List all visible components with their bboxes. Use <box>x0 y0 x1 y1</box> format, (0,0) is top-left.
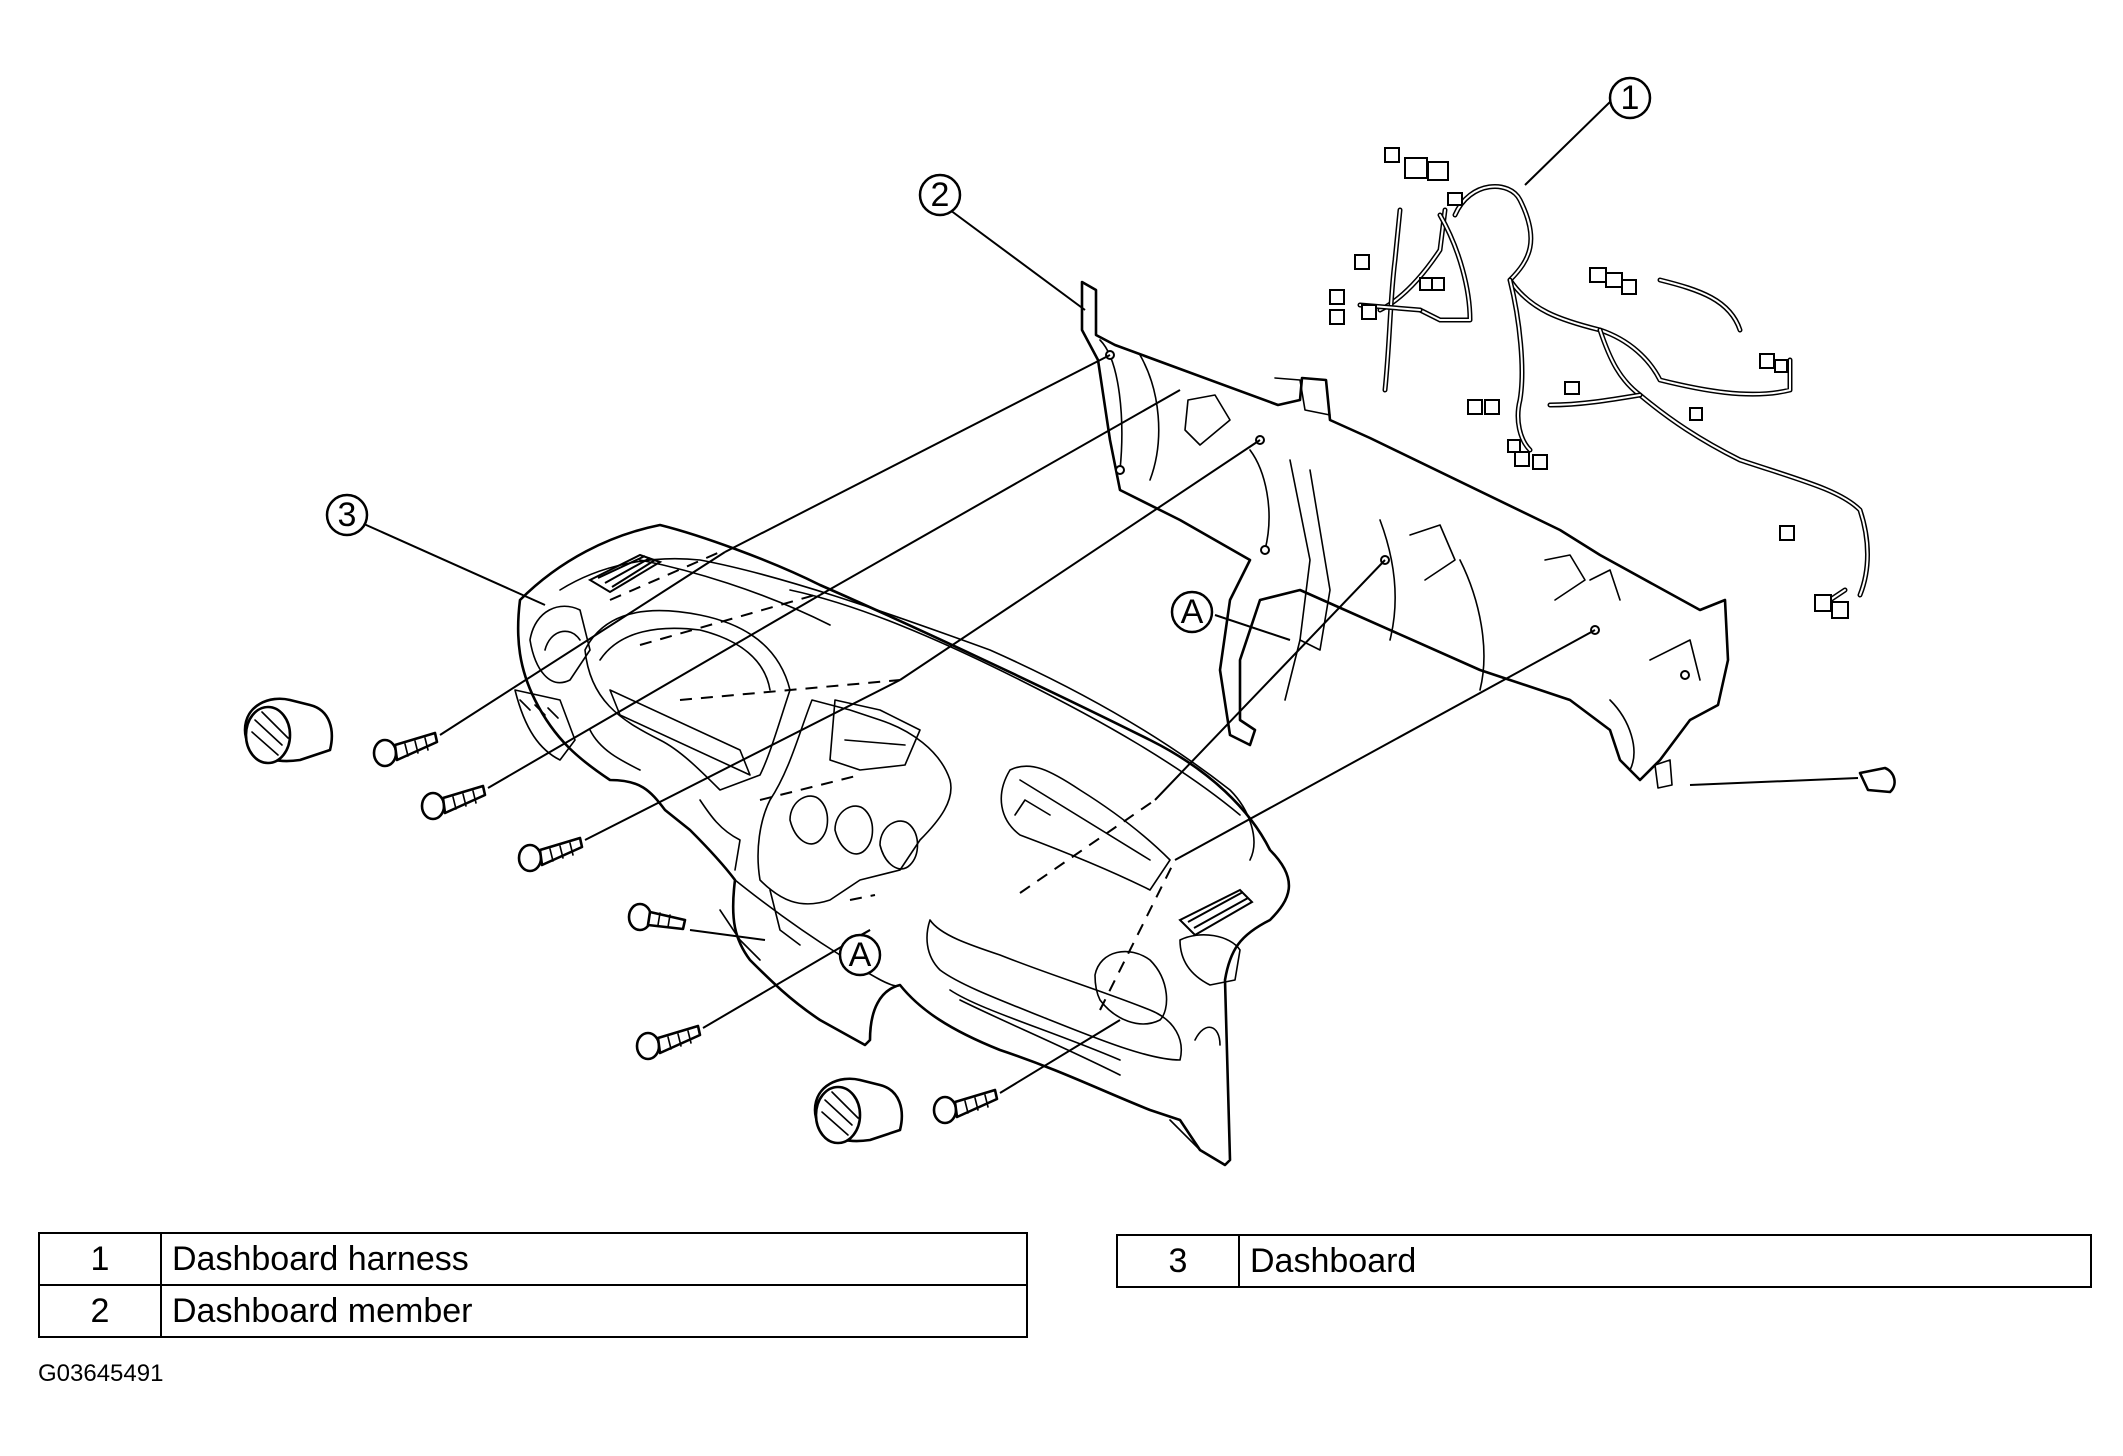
dashboard-exploded-diagram: 1 2 3 A A <box>243 76 1896 1167</box>
callout-2: 2 <box>918 173 962 217</box>
left-air-vent-register <box>243 697 334 765</box>
legend-row: 2 Dashboard member <box>38 1284 1028 1338</box>
clip <box>1858 766 1896 794</box>
figure-code: G03645491 <box>38 1360 164 1387</box>
callout-a-lower: A <box>838 933 882 977</box>
screw-4 <box>627 902 687 932</box>
legend-number: 1 <box>38 1232 162 1286</box>
legend-row: 3 Dashboard <box>1116 1234 2092 1288</box>
dashboard <box>514 523 1291 1167</box>
screw-1 <box>372 731 439 768</box>
callout-a-upper: A <box>1170 590 1214 634</box>
callout-1: 1 <box>1608 76 1652 120</box>
legend-part-name: Dashboard harness <box>160 1232 1028 1286</box>
screw-2 <box>420 784 487 821</box>
legend-part-name: Dashboard member <box>160 1284 1028 1338</box>
dashboard-harness <box>1329 147 1870 619</box>
legend-part-name: Dashboard <box>1238 1234 2092 1288</box>
svg-text:A: A <box>849 936 872 974</box>
svg-text:A: A <box>1181 593 1204 631</box>
legend-row: 1 Dashboard harness <box>38 1232 1028 1286</box>
svg-text:3: 3 <box>338 496 357 534</box>
svg-text:1: 1 <box>1621 79 1640 117</box>
screw-3 <box>517 836 584 873</box>
alignment-lines <box>354 99 1859 1094</box>
screws <box>372 731 999 1125</box>
parts-legend-left: 1 Dashboard harness 2 Dashboard member <box>38 1232 1028 1338</box>
legend-number: 2 <box>38 1284 162 1338</box>
callout-3: 3 <box>325 493 369 537</box>
screw-5 <box>635 1024 702 1061</box>
legend-number: 3 <box>1116 1234 1240 1288</box>
screw-6 <box>932 1088 999 1125</box>
svg-text:2: 2 <box>931 176 950 214</box>
parts-legend-right: 3 Dashboard <box>1116 1234 2092 1288</box>
dashboard-member <box>1080 280 1730 789</box>
right-air-vent-register <box>813 1077 904 1145</box>
